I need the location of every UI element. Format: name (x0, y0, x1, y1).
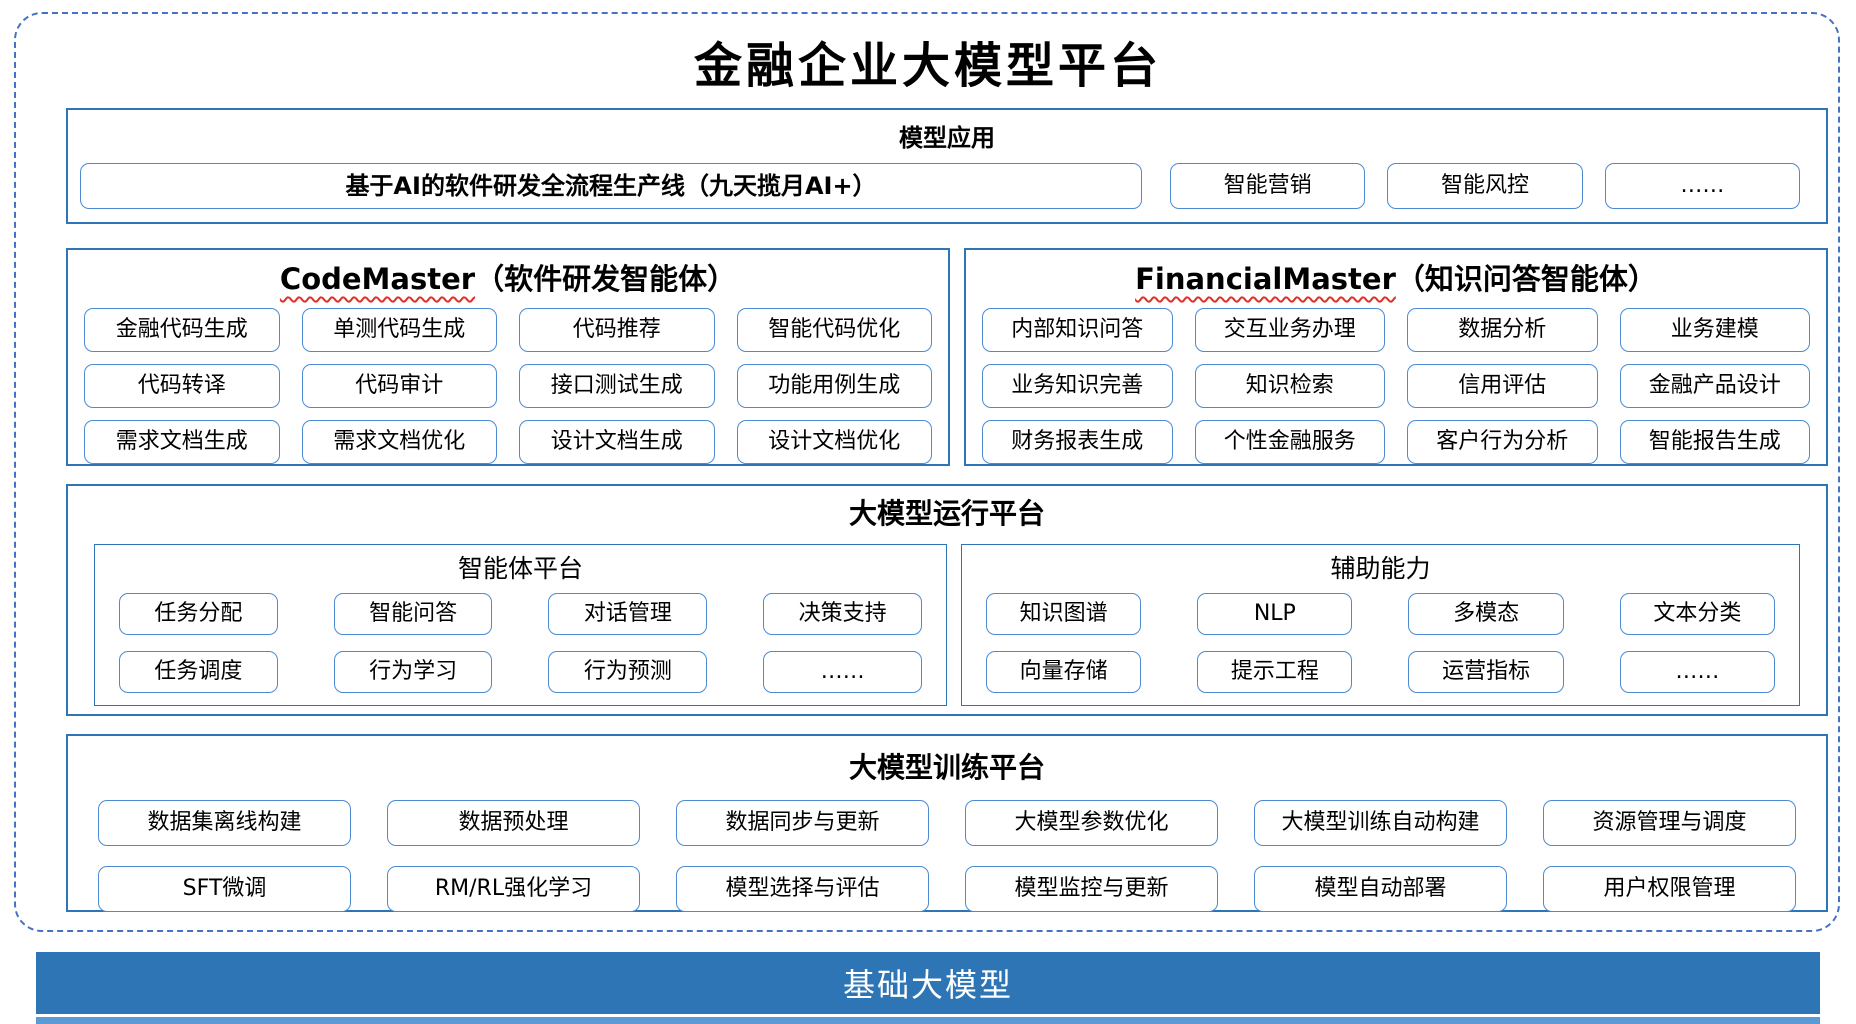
training-item: 模型自动部署 (1254, 866, 1507, 912)
codemaster-item: 代码推荐 (519, 308, 715, 352)
app-item: 智能营销 (1170, 163, 1366, 209)
aux-capability-item: …… (1619, 651, 1775, 693)
training-item: RM/RL强化学习 (387, 866, 640, 912)
training-item: 模型选择与评估 (676, 866, 929, 912)
model-apps-section: 模型应用 基于AI的软件研发全流程生产线（九天揽月AI+） 智能营销智能风控 …… (66, 108, 1828, 224)
runtime-platform-section: 大模型运行平台 智能体平台 任务分配 智能问答 对话管理 决策支持任务调度 行为学习 行为… (66, 484, 1828, 716)
codemaster-item: 设计文档优化 (736, 420, 932, 464)
financialmaster-section: FinancialMaster（知识问答智能体） 内部知识问答交互业务办理数据分… (964, 248, 1828, 466)
training-item: 资源管理与调度 (1543, 800, 1796, 846)
model-apps-row: 基于AI的软件研发全流程生产线（九天揽月AI+） 智能营销智能风控 …… (68, 163, 1826, 209)
training-item: 大模型参数优化 (965, 800, 1218, 846)
codemaster-item: 需求文档生成 (84, 420, 280, 464)
codemaster-item: 金融代码生成 (84, 308, 280, 352)
financialmaster-item: 数据分析 (1407, 308, 1598, 352)
codemaster-item: 功能用例生成 (736, 364, 932, 408)
agent-platform-box: 智能体平台 任务分配 智能问答 对话管理 决策支持任务调度 行为学习 行为预测 …… (94, 544, 947, 706)
codemaster-item: 设计文档生成 (519, 420, 715, 464)
agent-platform-item: 行为学习 (333, 651, 493, 693)
financialmaster-item: 金融产品设计 (1619, 364, 1810, 408)
aux-capability-item: 提示工程 (1197, 651, 1353, 693)
base-model-bar: 基础大模型 (36, 952, 1820, 1014)
aux-capability-item: NLP (1197, 593, 1353, 635)
base-model-label: 基础大模型 (842, 966, 1013, 1004)
codemaster-item: 单测代码生成 (301, 308, 497, 352)
financialmaster-title-en: FinancialMaster (1135, 262, 1396, 296)
codemaster-title-en: CodeMaster (279, 262, 476, 296)
agent-platform-item: …… (763, 651, 922, 693)
codemaster-item: 智能代码优化 (736, 308, 932, 352)
runtime-subsections: 智能体平台 任务分配 智能问答 对话管理 决策支持任务调度 行为学习 行为预测 …… 辅助能… (68, 544, 1826, 706)
financialmaster-item: 客户行为分析 (1407, 420, 1598, 464)
runtime-platform-title: 大模型运行平台 (848, 497, 1045, 530)
financialmaster-item: 内部知识问答 (982, 308, 1173, 352)
aux-capability-item: 知识图谱 (985, 593, 1142, 635)
aux-capability-item: 运营指标 (1408, 651, 1564, 693)
aux-capabilities-title: 辅助能力 (1330, 554, 1431, 583)
training-items-grid: 数据集离线构建数据预处理数据同步与更新大模型参数优化大模型训练自动构建资源管理与… (68, 800, 1826, 912)
aux-capability-item: 多模态 (1408, 593, 1564, 635)
base-model-bar-bottom-strip (36, 1017, 1820, 1024)
financialmaster-item: 财务报表生成 (982, 420, 1173, 464)
agent-platform-item: 对话管理 (548, 593, 708, 635)
model-apps-title: 模型应用 (899, 124, 995, 152)
training-item: 大模型训练自动构建 (1254, 800, 1507, 846)
agent-platform-item: 任务调度 (119, 651, 278, 693)
codemaster-section-title: CodeMaster（软件研发智能体） (68, 256, 948, 298)
training-item: SFT微调 (98, 866, 351, 912)
training-platform-section: 大模型训练平台 数据集离线构建数据预处理数据同步与更新大模型参数优化大模型训练自… (66, 734, 1828, 912)
app-item-ai-pipeline: 基于AI的软件研发全流程生产线（九天揽月AI+） (80, 163, 1142, 209)
training-item: 模型监控与更新 (965, 866, 1218, 912)
agent-platform-items-grid: 任务分配 智能问答 对话管理 决策支持任务调度 行为学习 行为预测 …… (95, 593, 946, 693)
app-item: …… (1604, 163, 1800, 209)
aux-capabilities-box: 辅助能力 知识图谱 NLP 多模态 文本分类向量存储 提示工程 运营指标 …… (960, 544, 1800, 706)
aux-capabilities-items-grid: 知识图谱 NLP 多模态 文本分类向量存储 提示工程 运营指标 …… (962, 593, 1799, 693)
training-item: 数据同步与更新 (676, 800, 929, 846)
financialmaster-section-title: FinancialMaster（知识问答智能体） (966, 256, 1826, 298)
financialmaster-item: 个性金融服务 (1194, 420, 1385, 464)
training-platform-title: 大模型训练平台 (848, 751, 1045, 784)
agent-platform-item: 任务分配 (119, 593, 278, 635)
codemaster-item: 代码转译 (84, 364, 280, 408)
agent-platform-item: 智能问答 (333, 593, 493, 635)
financialmaster-item: 业务知识完善 (982, 364, 1173, 408)
financialmaster-item: 智能报告生成 (1619, 420, 1810, 464)
agent-platform-item: 行为预测 (548, 651, 708, 693)
codemaster-title-zh: （软件研发智能体） (475, 262, 737, 296)
financialmaster-item: 交互业务办理 (1194, 308, 1385, 352)
financialmaster-item: 信用评估 (1407, 364, 1598, 408)
codemaster-item: 接口测试生成 (519, 364, 715, 408)
codemaster-item: 代码审计 (301, 364, 497, 408)
codemaster-item: 需求文档优化 (301, 420, 497, 464)
financialmaster-item: 业务建模 (1619, 308, 1810, 352)
model-apps-small-items: 智能营销智能风控 …… (1170, 163, 1800, 209)
financialmaster-item: 知识检索 (1194, 364, 1385, 408)
financialmaster-items-grid: 内部知识问答交互业务办理数据分析业务建模业务知识完善知识检索信用评估金融产品设计… (966, 308, 1826, 464)
app-item: 智能风控 (1387, 163, 1583, 209)
agent-platform-item: 决策支持 (763, 593, 922, 635)
training-item: 数据预处理 (387, 800, 640, 846)
platform-dashed-border (14, 12, 1840, 932)
codemaster-items-grid: 金融代码生成单测代码生成代码推荐智能代码优化代码转译代码审计接口测试生成功能用例… (68, 308, 948, 464)
codemaster-section: CodeMaster（软件研发智能体） 金融代码生成单测代码生成代码推荐智能代码… (66, 248, 950, 466)
page-title: 金融企业大模型平台 (693, 38, 1162, 94)
training-item: 数据集离线构建 (98, 800, 351, 846)
aux-capability-item: 文本分类 (1619, 593, 1775, 635)
agent-platform-title: 智能体平台 (457, 554, 583, 583)
aux-capability-item: 向量存储 (985, 651, 1142, 693)
training-item: 用户权限管理 (1543, 866, 1796, 912)
financialmaster-title-zh: （知识问答智能体） (1395, 262, 1657, 296)
